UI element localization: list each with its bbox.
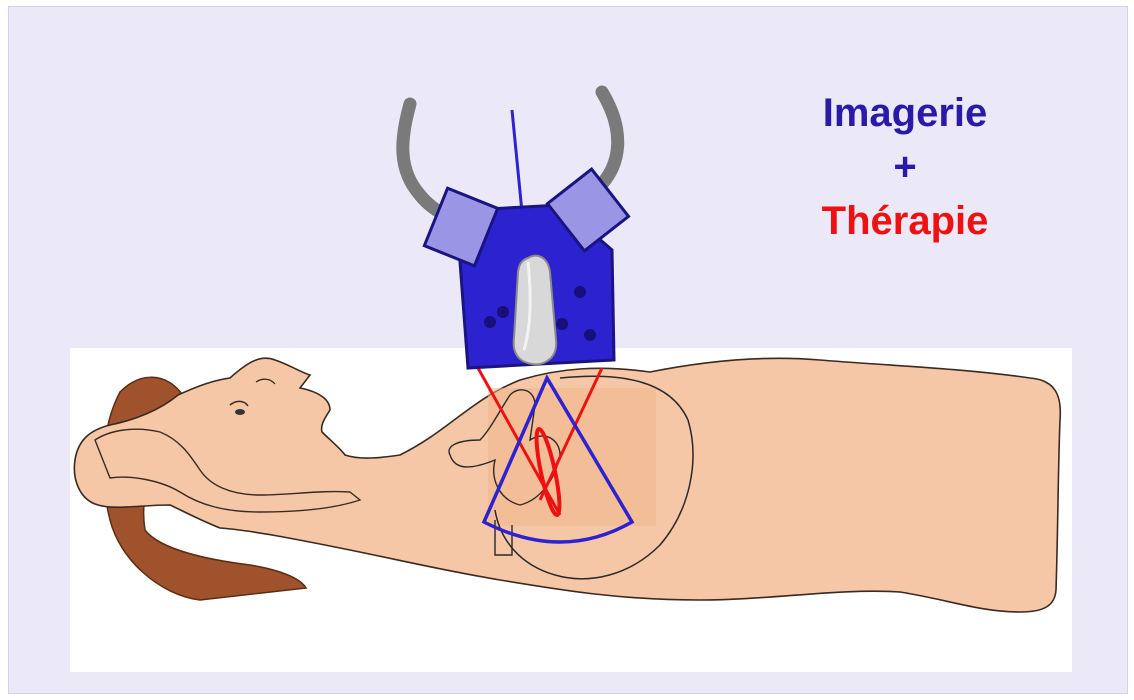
device-dot (484, 316, 496, 328)
ultrasound-probe (514, 256, 557, 365)
label-plus: + (740, 140, 1070, 194)
probe-wire (512, 110, 522, 212)
device-dot (556, 318, 568, 330)
device-dot (497, 306, 509, 318)
device-dot (574, 286, 586, 298)
eye (235, 409, 245, 415)
device-dot (584, 329, 596, 341)
cable-right (598, 92, 618, 188)
label-therapy: Thérapie (740, 194, 1070, 248)
label-imaging: Imagerie (740, 86, 1070, 140)
title-block: Imagerie + Thérapie (740, 86, 1070, 248)
